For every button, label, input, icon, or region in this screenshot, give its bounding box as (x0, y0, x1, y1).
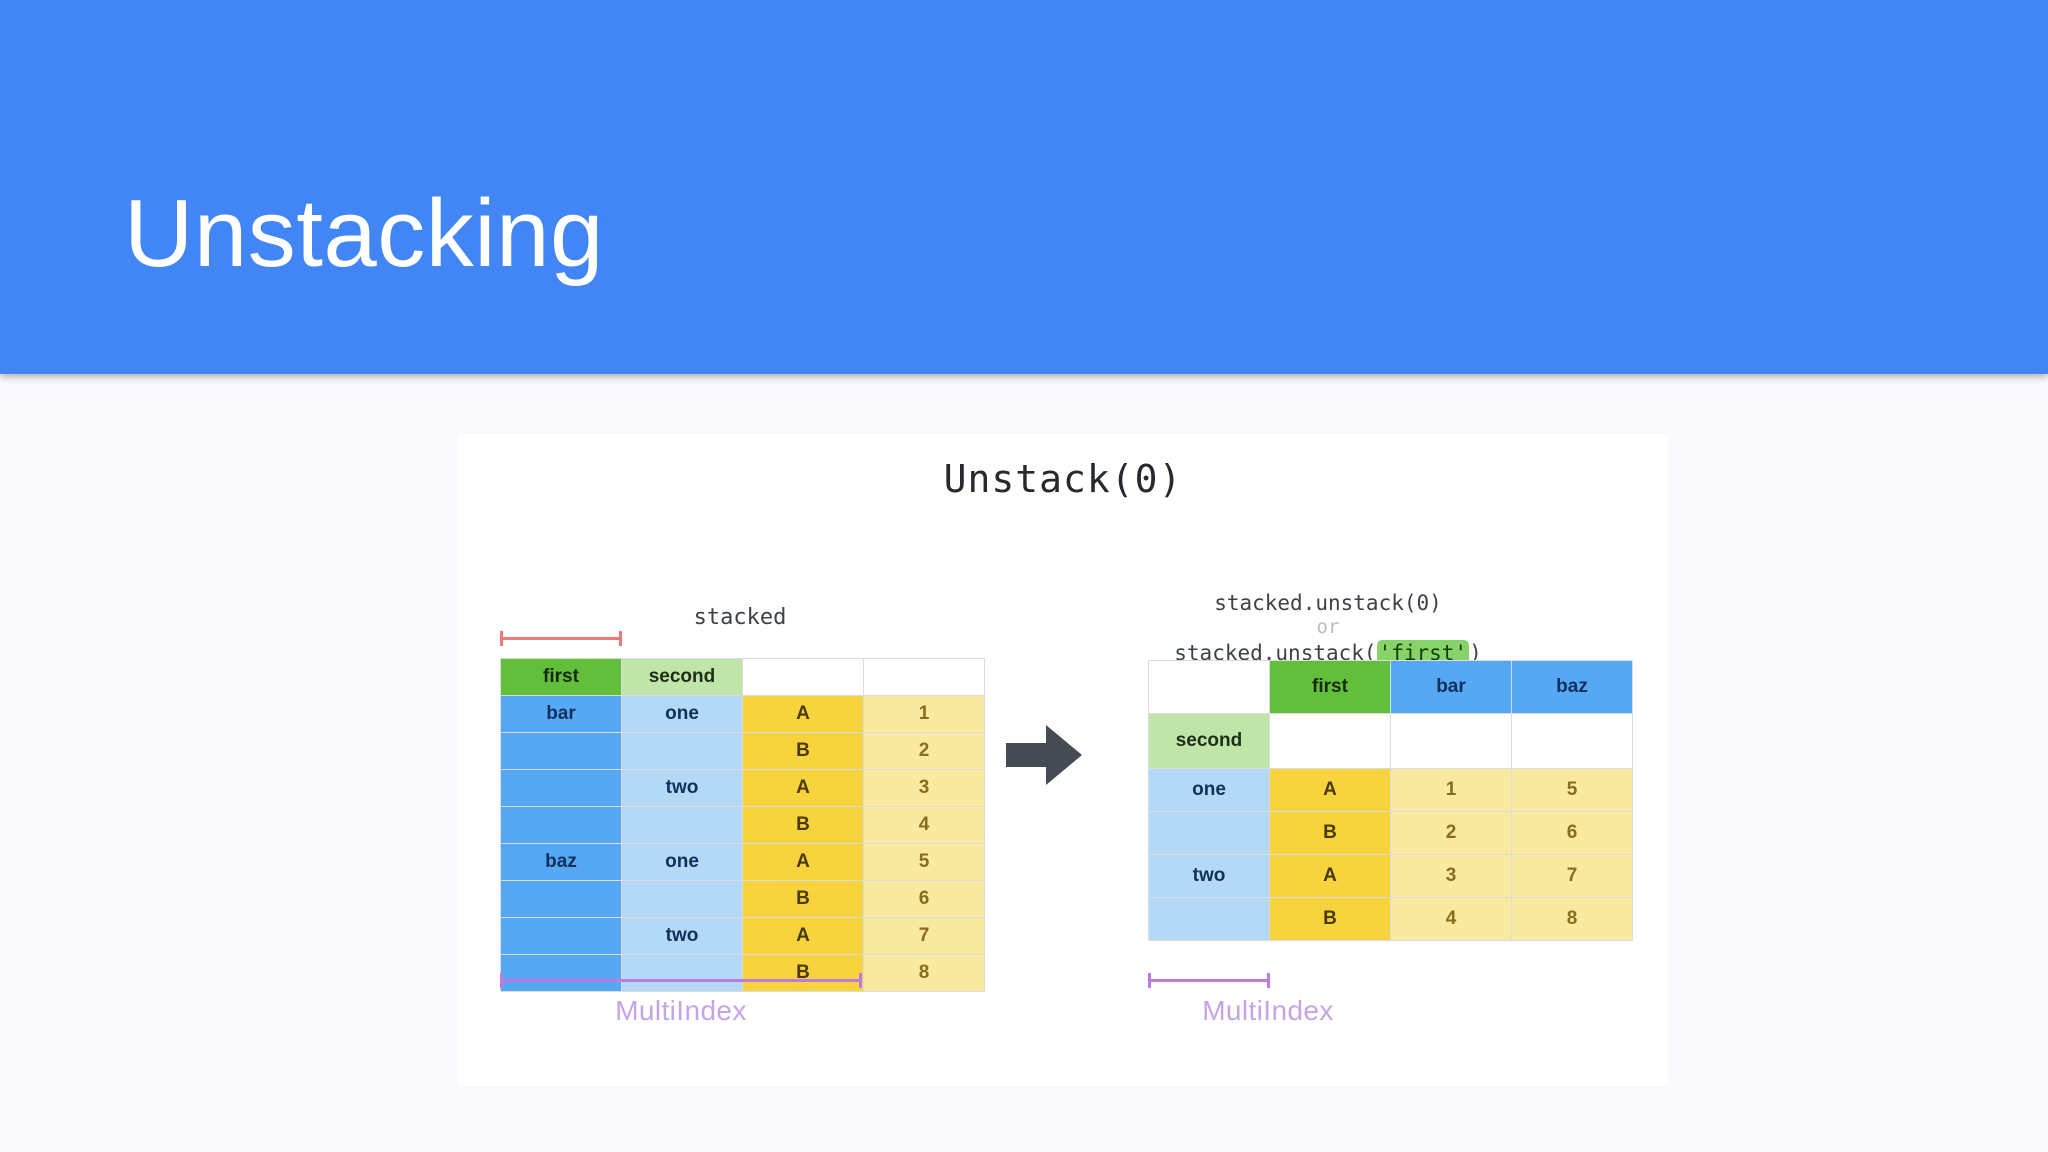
cell-first (500, 917, 622, 955)
stacked-caption: stacked (693, 605, 787, 630)
cell-second: two (621, 917, 743, 955)
bracket-cap-right (859, 973, 862, 988)
cell-inner: B (742, 954, 864, 992)
cell-value: 1 (863, 695, 985, 733)
header-cell-second: second (1148, 713, 1270, 769)
code-or-label: or (1316, 616, 1340, 639)
bracket-bar (1148, 979, 1270, 982)
multiindex-label-left: MultiIndex (615, 995, 747, 1026)
cell-second (1148, 811, 1270, 855)
multiindex-bracket-left (500, 973, 862, 988)
multiindex-label-right: MultiIndex (1202, 995, 1334, 1026)
page-title: Unstacking (124, 180, 604, 287)
cell-first (500, 806, 622, 844)
header-cell-second: second (621, 658, 743, 696)
table-row: B 4 (500, 806, 985, 844)
cell-second (1148, 897, 1270, 941)
cell-inner: A (1269, 768, 1391, 812)
cell-value: 8 (863, 954, 985, 992)
table-row: two A 7 (500, 917, 985, 955)
cell-inner: A (742, 769, 864, 807)
cell-inner: B (742, 732, 864, 770)
unstack-code-caption: stacked.unstack(0) or stacked.unstack('f… (1028, 590, 1628, 667)
header-cell-baz: baz (1511, 660, 1633, 714)
cell-value: 2 (863, 732, 985, 770)
cell-value-baz: 6 (1511, 811, 1633, 855)
cell-first: baz (500, 843, 622, 881)
cell-inner: A (1269, 854, 1391, 898)
table-row: B 6 (500, 880, 985, 918)
code-line-3-suffix: ) (1469, 641, 1482, 666)
table-row: B 4 8 (1148, 897, 1633, 941)
header-cell-blank (1148, 660, 1270, 714)
cell-inner: B (742, 880, 864, 918)
second-row-blank-3 (1511, 713, 1633, 769)
diagram-title: Unstack(0) (943, 457, 1183, 501)
arrow-right-icon (1006, 725, 1082, 785)
second-row-blank-1 (1269, 713, 1391, 769)
cell-inner: B (1269, 897, 1391, 941)
table-row: baz one A 5 (500, 843, 985, 881)
table-row: B 8 (500, 954, 985, 992)
table-row: bar one A 1 (500, 695, 985, 733)
bracket-cap-right (1267, 973, 1270, 988)
header-cell-first: first (1269, 660, 1391, 714)
diagram-card: Unstack(0) stacked first second bar one … (458, 435, 1668, 1085)
slide-header-band (0, 0, 2048, 374)
first-level-bracket (500, 631, 622, 646)
second-row-blank-2 (1390, 713, 1512, 769)
table-row: B 2 6 (1148, 811, 1633, 855)
cell-second (621, 954, 743, 992)
multiindex-bracket-right (1148, 973, 1270, 988)
cell-value: 4 (863, 806, 985, 844)
bracket-bar (500, 979, 862, 982)
cell-second: one (621, 695, 743, 733)
cell-inner: B (742, 806, 864, 844)
cell-first: bar (500, 695, 622, 733)
cell-value: 5 (863, 843, 985, 881)
table-row: B 2 (500, 732, 985, 770)
cell-second: two (621, 769, 743, 807)
cell-value-baz: 8 (1511, 897, 1633, 941)
bracket-cap-right (619, 631, 622, 646)
cell-first (500, 954, 622, 992)
cell-first (500, 732, 622, 770)
table-header-row: first bar baz (1148, 660, 1633, 714)
table-row: one A 1 5 (1148, 768, 1633, 812)
cell-inner: A (742, 843, 864, 881)
cell-second (621, 732, 743, 770)
cell-value-bar: 3 (1390, 854, 1512, 898)
cell-value-baz: 7 (1511, 854, 1633, 898)
code-line-1: stacked.unstack(0) (1214, 591, 1442, 615)
cell-first (500, 880, 622, 918)
cell-inner: B (1269, 811, 1391, 855)
cell-second: two (1148, 854, 1270, 898)
cell-value-bar: 4 (1390, 897, 1512, 941)
cell-second: one (621, 843, 743, 881)
stacked-table: first second bar one A 1 B 2 two A 3 B (500, 658, 985, 992)
bracket-bar (500, 637, 622, 640)
unstacked-table: first bar baz second one A 1 5 B 2 6 two… (1148, 660, 1633, 941)
cell-inner: A (742, 695, 864, 733)
table-row: two A 3 (500, 769, 985, 807)
header-cell-blank-1 (742, 658, 864, 696)
table-row: two A 3 7 (1148, 854, 1633, 898)
cell-value-bar: 2 (1390, 811, 1512, 855)
cell-inner: A (742, 917, 864, 955)
cell-second: one (1148, 768, 1270, 812)
header-cell-first: first (500, 658, 622, 696)
cell-value-bar: 1 (1390, 768, 1512, 812)
cell-value: 6 (863, 880, 985, 918)
table-second-header-row: second (1148, 713, 1633, 769)
cell-value: 3 (863, 769, 985, 807)
table-header-row: first second (500, 658, 985, 696)
header-cell-bar: bar (1390, 660, 1512, 714)
header-cell-blank-2 (863, 658, 985, 696)
cell-second (621, 806, 743, 844)
cell-first (500, 769, 622, 807)
cell-second (621, 880, 743, 918)
cell-value: 7 (863, 917, 985, 955)
cell-value-baz: 5 (1511, 768, 1633, 812)
